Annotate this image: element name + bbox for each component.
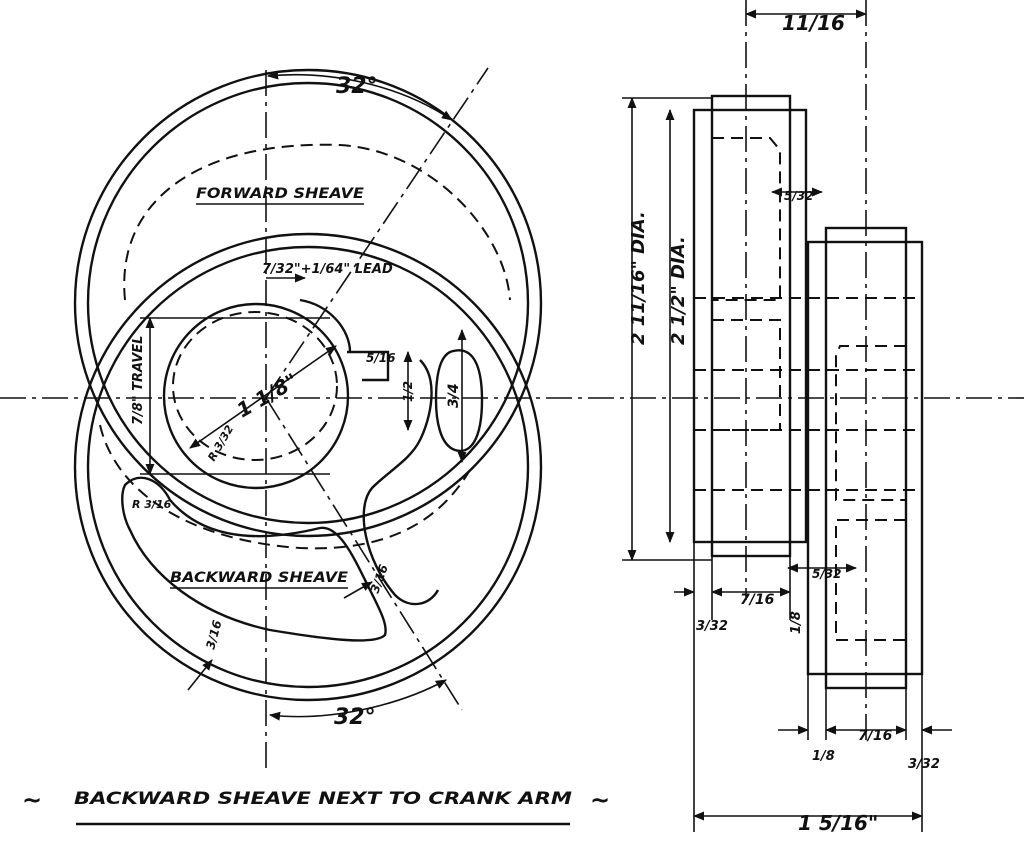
backward-sheave-hidden-outline — [99, 424, 471, 550]
slot-lobe — [434, 349, 484, 453]
radius-label: R 3/32 — [205, 423, 236, 464]
right-flange-label: 3/32 — [908, 757, 940, 772]
forward-sheave-hidden-outline — [123, 143, 511, 301]
backward-sheave-label: BACKWARD SHEAVE — [170, 570, 348, 586]
web-outline — [299, 298, 440, 606]
backward-sheave-outer-rim — [73, 232, 543, 702]
step-mid-label: 5/32 — [812, 567, 841, 581]
left-flange-label: 3/32 — [696, 619, 728, 634]
bore-circle — [162, 302, 350, 490]
overall-label: 1 5/16" — [798, 811, 878, 835]
left-sheave-body — [710, 94, 792, 558]
top-width-label: 11/16 — [782, 11, 845, 35]
key-width-label: 5/16 — [366, 351, 395, 365]
front-view: 32° 32° FORWARD SHEAVE BACKWARD SHEAVE 7… — [0, 67, 1024, 770]
step-top-label: 5/32 — [784, 189, 813, 203]
caption-tilde-right: ~ — [590, 786, 610, 814]
angle-bottom-label: 32° — [334, 705, 376, 730]
left-body-label: 7/16 — [740, 592, 775, 608]
gap-label: 1/8 — [789, 611, 804, 634]
right-gap-label: 1/8 — [812, 749, 835, 764]
bore-hidden-circle — [172, 311, 338, 461]
angle-bottom-arc — [268, 679, 447, 721]
caption-tilde-left: ~ — [22, 786, 42, 814]
angled-center-line-top — [265, 67, 489, 399]
right-sheave-flange — [806, 240, 924, 676]
bore-dim-line — [189, 345, 337, 449]
rim-label: 3/16 — [203, 619, 224, 651]
bore-label: 1 1/8" — [233, 368, 303, 422]
angle-top-arc — [266, 70, 453, 121]
side-view-hidden-horizontals — [694, 297, 922, 491]
right-body-label: 7/16 — [858, 728, 893, 744]
travel-label: 7/8" TRAVEL — [131, 336, 146, 425]
backward-sheave-inner-rim — [86, 245, 530, 689]
crescent-cutout — [121, 476, 387, 642]
right-sheave-hidden — [835, 345, 906, 641]
angled-center-line-bottom — [265, 397, 463, 711]
lead-label: 7/32"+1/64" LEAD — [262, 262, 393, 277]
angle-top-label: 32° — [336, 74, 378, 99]
rim-leader — [187, 659, 213, 691]
forward-sheave-outer-rim — [73, 68, 543, 538]
web-gap-leader — [343, 581, 373, 599]
left-sheave-flange — [692, 108, 808, 544]
outer-dia-label: 2 11/16" DIA. — [628, 211, 649, 345]
key-slot — [347, 350, 390, 382]
forward-sheave-label: FORWARD SHEAVE — [196, 186, 364, 202]
slot-length-label: 3/4 — [446, 383, 462, 408]
caption-text: BACKWARD SHEAVE NEXT TO CRANK ARM — [74, 789, 572, 809]
inner-dia-label: 2 1/2" DIA. — [668, 236, 689, 345]
slot-radius-label: R 3/16 — [132, 498, 172, 511]
key-depth-label: 1/2 — [401, 381, 415, 402]
side-view: 11/16 2 11/16" DIA. 2 1/2" DIA. 5/32 5/3… — [622, 0, 952, 835]
